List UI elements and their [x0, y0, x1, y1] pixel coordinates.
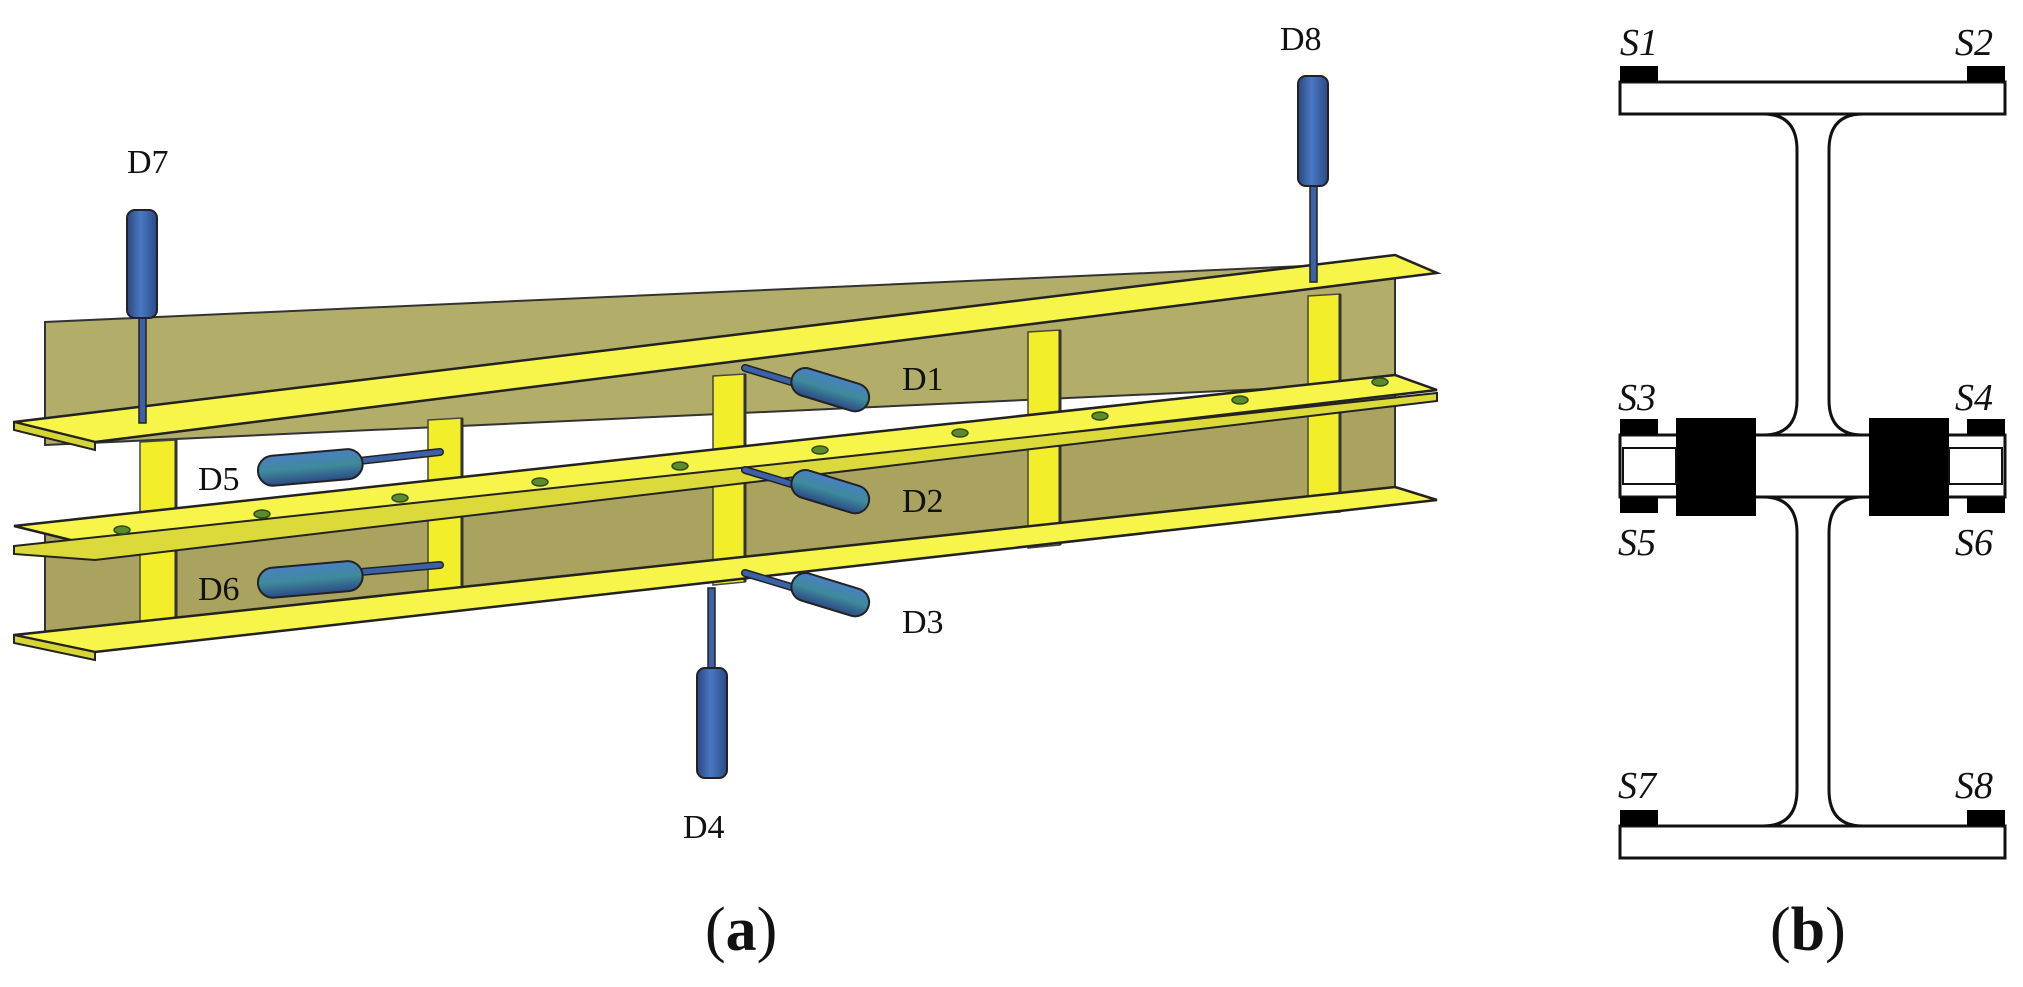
label-d1: D1	[902, 361, 944, 398]
caption-b: (b)	[1770, 896, 1846, 964]
bottom-flange-edge	[13, 633, 96, 662]
label-s3: S3	[1618, 377, 1656, 419]
transducer-d4	[696, 587, 728, 779]
transducer-d1	[741, 364, 871, 413]
label-d5: D5	[198, 461, 240, 498]
section-web-lower	[1762, 495, 1864, 828]
label-d3: D3	[902, 604, 944, 641]
section-top-flange	[1618, 80, 2007, 116]
label-s7: S7	[1618, 765, 1658, 807]
label-d6: D6	[198, 571, 240, 608]
label-s8: S8	[1955, 765, 1993, 807]
label-s4: S4	[1955, 377, 1993, 419]
top-flange-edge	[13, 420, 96, 452]
gauge-s5	[1620, 497, 1658, 513]
label-d7: D7	[127, 144, 169, 181]
bolt-holes	[113, 377, 1389, 535]
panel-a-beam: D1 D2 D3 D4 D5 D6 D7 D8 (a)	[13, 21, 1442, 964]
transducer-d7	[126, 209, 158, 424]
label-s5: S5	[1618, 522, 1656, 564]
label-s1: S1	[1620, 22, 1658, 64]
label-d2: D2	[902, 483, 944, 520]
label-s2: S2	[1955, 22, 1993, 64]
section-bottom-flange	[1618, 824, 2007, 860]
label-s6: S6	[1955, 522, 1993, 564]
gauge-s7	[1620, 810, 1658, 826]
gauge-s2	[1967, 66, 2005, 82]
gauge-s1	[1620, 66, 1658, 82]
transducer-d5	[256, 448, 444, 487]
transducer-d6	[256, 560, 444, 599]
splice-block-right	[1869, 418, 1949, 516]
gauge-s8	[1967, 810, 2005, 826]
panel-b-cross-section: S1 S2 S3 S4 S5 S6 S7 S8 (b)	[1618, 22, 2007, 964]
label-d4: D4	[683, 809, 725, 846]
middle-plate-slots	[1622, 447, 2003, 485]
gauge-s6	[1967, 497, 2005, 513]
strain-gauges	[1620, 66, 2005, 826]
section-web-upper	[1762, 112, 1864, 437]
transducer-d2	[741, 466, 871, 515]
label-d8: D8	[1280, 21, 1322, 58]
splice-blocks	[1676, 418, 1949, 516]
splice-block-left	[1676, 418, 1756, 516]
transducer-d8	[1297, 75, 1329, 283]
gauge-s4	[1967, 419, 2005, 435]
caption-a: (a)	[705, 896, 777, 964]
gauge-s3	[1620, 419, 1658, 435]
transducer-d3	[741, 569, 871, 618]
